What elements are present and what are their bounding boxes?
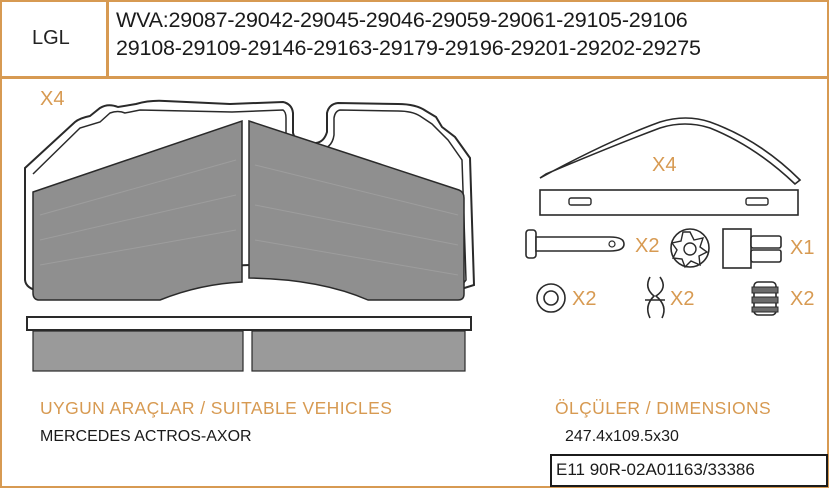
- pad-side-friction-left: [32, 330, 244, 372]
- plain-washer: [536, 283, 566, 313]
- caliper-bolt: [751, 281, 779, 316]
- wva-line-2: 29108-29109-29146-29163-29179-29196-2920…: [116, 36, 701, 60]
- retaining-spring: [539, 117, 802, 186]
- brand-label: LGL: [32, 27, 70, 49]
- vehicles-title: UYGUN ARAÇLAR / SUITABLE VEHICLES: [40, 398, 393, 418]
- pad-friction-right: [248, 119, 465, 301]
- vehicles-value: MERCEDES ACTROS-AXOR: [40, 428, 252, 445]
- spring-quantity: X4: [652, 154, 677, 176]
- pad-side-friction-right: [251, 330, 466, 372]
- pad-side-backing: [26, 316, 472, 331]
- washer-quantity: X2: [572, 288, 597, 310]
- wear-sensor-quantity: X1: [790, 237, 815, 259]
- bolt-quantity: X2: [790, 288, 815, 310]
- wva-line-1: WVA:29087-29042-29045-29046-29059-29061-…: [116, 8, 688, 32]
- spring-clip: [645, 276, 665, 319]
- star-washer: [670, 228, 710, 269]
- header-column-divider: [106, 0, 109, 78]
- dimensions-title: ÖLÇÜLER / DIMENSIONS: [555, 398, 772, 418]
- dimensions-value: 247.4x109.5x30: [565, 428, 679, 445]
- pin-quantity: X2: [635, 235, 660, 257]
- pad-friction-left: [32, 119, 243, 301]
- clip-quantity: X2: [670, 288, 695, 310]
- pad-texture: [39, 159, 459, 276]
- certification-box: E11 90R-02A01163/33386: [550, 454, 828, 487]
- wva-numbers: WVA:29087-29042-29045-29046-29059-29061-…: [116, 6, 701, 62]
- retaining-pin: [525, 229, 625, 259]
- wear-sensor: [722, 228, 782, 269]
- header-divider: [0, 76, 829, 79]
- pads-quantity: X4: [40, 88, 65, 110]
